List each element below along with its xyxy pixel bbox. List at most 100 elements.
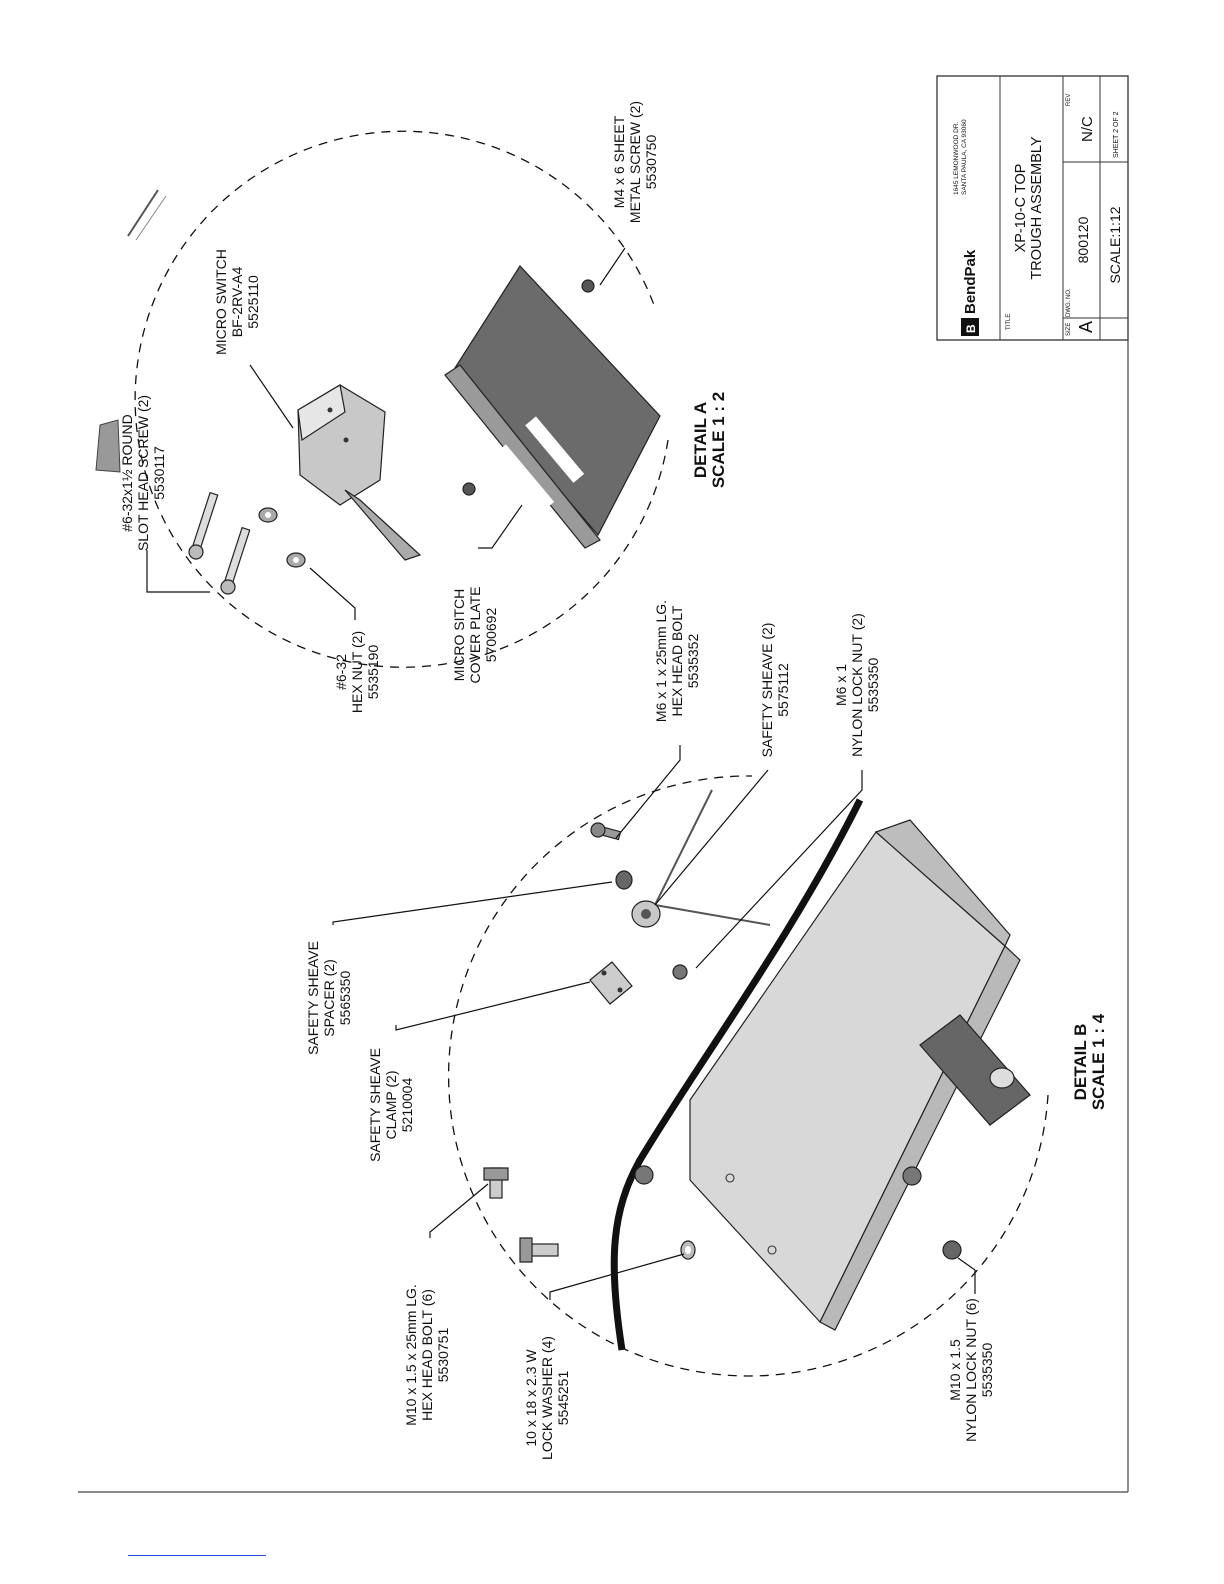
callout-m6-lock-nut: M6 x 1 NYLON LOCK NUT (2) 5535350 — [833, 613, 881, 757]
svg-text:MICRO SWITCH: MICRO SWITCH — [213, 249, 229, 355]
callout-m6-hex-bolt: M6 x 1 x 25mm LG. HEX HEAD BOLT 5535352 — [653, 600, 701, 722]
bracket — [919, 1014, 1031, 1126]
hex-head-bolt-m6 — [590, 822, 622, 841]
svg-text:SAFETY SHEAVE: SAFETY SHEAVE — [367, 1048, 383, 1162]
svg-text:#6-32x1½ ROUND: #6-32x1½ ROUND — [119, 414, 135, 532]
detail-b-leaders — [332, 745, 976, 1300]
svg-text:5700692: 5700692 — [483, 608, 499, 663]
detail-b-boundary — [447, 775, 1049, 1377]
detail-a-title: DETAIL A — [691, 402, 710, 478]
company-address-2: SANTA PAULA, CA 93060 — [961, 119, 968, 195]
svg-text:SLOT HEAD SCREW (2): SLOT HEAD SCREW (2) — [135, 395, 151, 551]
svg-text:M10 x 1.5 x 25mm LG.: M10 x 1.5 x 25mm LG. — [403, 1284, 419, 1426]
svg-text:5525110: 5525110 — [245, 275, 261, 329]
rev-label: REV — [1066, 94, 1072, 106]
leader-safety-sheave — [654, 769, 769, 906]
leader-cover-plate — [478, 504, 523, 549]
detail-b: M6 x 1 x 25mm LG. HEX HEAD BOLT 5535352 … — [305, 600, 1108, 1460]
svg-text:HEX NUT (2): HEX NUT (2) — [349, 631, 365, 713]
drawing-title-line2: TROUGH ASSEMBLY — [1029, 136, 1045, 279]
callout-m10-hex-bolt: M10 x 1.5 x 25mm LG. HEX HEAD BOLT (6) 5… — [403, 1284, 451, 1426]
svg-text:5210004: 5210004 — [399, 1078, 415, 1133]
svg-text:SPACER (2): SPACER (2) — [321, 959, 337, 1037]
leader-washer — [549, 1253, 685, 1300]
m6-nylon-lock-nut — [672, 964, 688, 980]
callout-slot-head-screw: #6-32x1½ ROUND SLOT HEAD SCREW (2) 55301… — [119, 395, 167, 551]
drawing-title-line1: XP-10-C TOP — [1013, 164, 1029, 253]
svg-text:NYLON LOCK NUT (2): NYLON LOCK NUT (2) — [849, 613, 865, 757]
svg-text:LOCK WASHER (4): LOCK WASHER (4) — [539, 1336, 555, 1460]
title-block: B BendPak 1645 LEMONWOOD DR. SANTA PAULA… — [936, 75, 1129, 341]
micro-switch-cover-plate — [444, 265, 661, 549]
logo-text: BendPak — [962, 249, 979, 314]
leader-clamp — [395, 981, 591, 1031]
svg-text:5530750: 5530750 — [643, 135, 659, 190]
sheet-metal-screw — [462, 279, 595, 496]
leader-sheet-metal-screw — [599, 247, 626, 286]
svg-text:5535190: 5535190 — [365, 645, 381, 700]
svg-text:5530117: 5530117 — [151, 446, 167, 500]
dwg-number: 800120 — [1075, 216, 1091, 263]
detail-a-scale: SCALE 1 : 2 — [709, 392, 728, 488]
size-value: A — [1076, 321, 1096, 333]
callout-sheave-clamp: SAFETY SHEAVE CLAMP (2) 5210004 — [367, 1048, 415, 1162]
m10-nylon-lock-nut — [634, 1165, 962, 1260]
callout-micro-switch: MICRO SWITCH BF-2RV-A4 5525110 — [213, 249, 261, 355]
svg-text:5535350: 5535350 — [865, 658, 881, 713]
leader-spacer — [332, 881, 613, 925]
detail-b-scale: SCALE 1 : 4 — [1089, 1013, 1108, 1110]
cable — [610, 798, 864, 1351]
svg-text:10 x 18 x 2.3 W: 10 x 18 x 2.3 W — [523, 1349, 539, 1447]
rev-value: N/C — [1079, 116, 1096, 142]
hex-nut — [258, 507, 306, 568]
safety-sheave — [631, 900, 661, 928]
svg-text:#6-32: #6-32 — [333, 654, 349, 690]
leader-m6-nut — [695, 770, 863, 969]
detail-a-boundary — [134, 130, 669, 668]
leader-m6-bolt — [615, 745, 681, 839]
safety-sheave-spacer — [615, 870, 633, 890]
svg-text:CLAMP (2): CLAMP (2) — [383, 1071, 399, 1140]
svg-text:M4 x 6 SHEET: M4 x 6 SHEET — [611, 115, 627, 208]
thin-cable — [654, 789, 771, 926]
round-slot-head-screw — [188, 491, 251, 595]
detail-a: #6-32x1½ ROUND SLOT HEAD SCREW (2) 55301… — [95, 101, 728, 713]
micro-switch — [297, 384, 422, 561]
leader-slot-screw — [146, 550, 210, 593]
svg-text:5535350: 5535350 — [979, 1343, 995, 1398]
frame-remnant — [95, 419, 121, 473]
detail-b-title: DETAIL B — [1071, 1024, 1090, 1101]
svg-text:SAFETY SHEAVE (2): SAFETY SHEAVE (2) — [759, 623, 775, 758]
svg-text:M6 x 1 x 25mm LG.: M6 x 1 x 25mm LG. — [653, 600, 669, 722]
svg-text:5565350: 5565350 — [337, 971, 353, 1026]
svg-text:NYLON LOCK NUT (6): NYLON LOCK NUT (6) — [963, 1298, 979, 1442]
svg-text:M6 x 1: M6 x 1 — [833, 664, 849, 706]
dwg-label: DWG. NO. — [1066, 288, 1072, 317]
leader-micro-switch — [249, 364, 294, 429]
safety-sheave-clamp — [589, 961, 633, 1005]
svg-text:HEX HEAD BOLT: HEX HEAD BOLT — [669, 605, 685, 716]
company-address-1: 1645 LEMONWOOD DR. — [953, 121, 960, 195]
callout-hex-nut: #6-32 HEX NUT (2) 5535190 — [333, 631, 381, 713]
sheet-border — [78, 340, 1129, 1493]
svg-text:5530751: 5530751 — [435, 1328, 451, 1383]
callout-m10-lock-nut: M10 x 1.5 NYLON LOCK NUT (6) 5535350 — [947, 1298, 995, 1442]
callout-safety-sheave: SAFETY SHEAVE (2) 5575112 — [759, 623, 791, 758]
size-label: SIZE — [1066, 323, 1072, 336]
leader-m10-nut — [957, 1257, 976, 1294]
company-logo: B BendPak — [961, 249, 979, 336]
leader-hex-nut — [309, 567, 356, 620]
bottom-link-underline[interactable] — [128, 1555, 266, 1556]
svg-text:MICRO SITCH: MICRO SITCH — [451, 589, 467, 682]
callout-cover-plate: MICRO SITCH COVER PLATE 5700692 — [451, 587, 499, 684]
callout-sheet-metal-screw: M4 x 6 SHEET METAL SCREW (2) 5530750 — [611, 101, 659, 223]
svg-text:SAFETY SHEAVE: SAFETY SHEAVE — [305, 941, 321, 1055]
lock-washer — [680, 1240, 696, 1260]
svg-text:METAL SCREW (2): METAL SCREW (2) — [627, 101, 643, 223]
svg-text:HEX HEAD BOLT (6): HEX HEAD BOLT (6) — [419, 1289, 435, 1421]
callout-lock-washer: 10 x 18 x 2.3 W LOCK WASHER (4) 5545251 — [523, 1336, 571, 1460]
callout-sheave-spacer: SAFETY SHEAVE SPACER (2) 5565350 — [305, 941, 353, 1055]
svg-text:5575112: 5575112 — [775, 663, 791, 717]
